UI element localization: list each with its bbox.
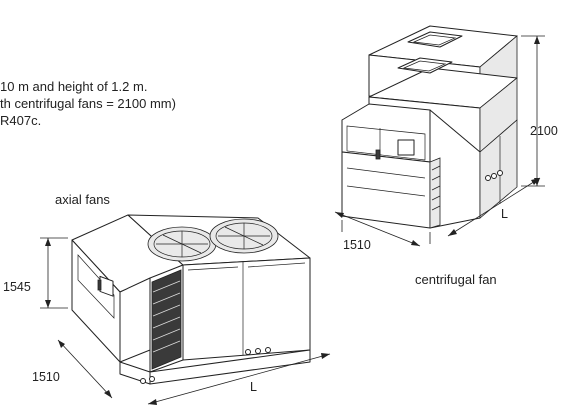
- axial-depth-label: 1510: [32, 370, 60, 384]
- axial-fans-caption: axial fans: [55, 192, 110, 207]
- axial-height-label: 1545: [3, 280, 31, 294]
- note-line-1: 10 m and height of 1.2 m.: [0, 79, 148, 94]
- note-line-3: R407c.: [0, 113, 42, 128]
- centrifugal-depth-label: 1510: [343, 238, 371, 252]
- axial-length-label: L: [250, 380, 257, 394]
- centrifugal-length-label: L: [501, 207, 508, 221]
- centrifugal-fan-caption: centrifugal fan: [415, 272, 497, 287]
- note-line-2: th centrifugal fans = 2100 mm): [0, 96, 176, 111]
